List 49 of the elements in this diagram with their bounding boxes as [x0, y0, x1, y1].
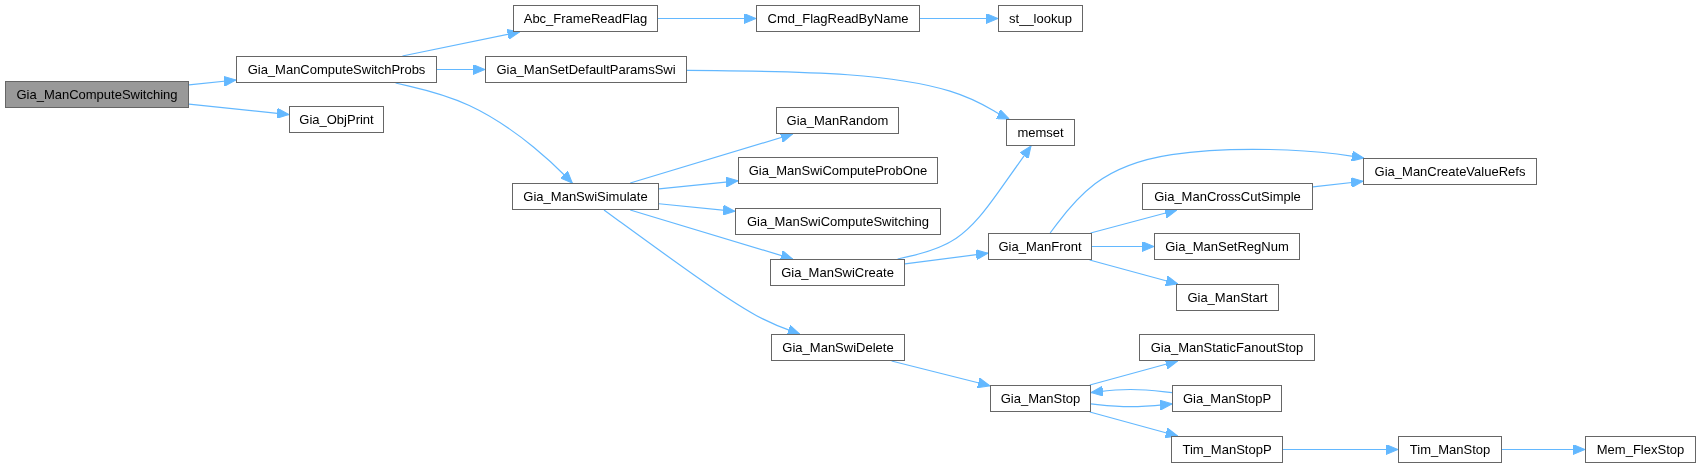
function-box: Gia_ObjPrint	[289, 106, 384, 133]
function-box: Gia_ManStart	[1176, 284, 1279, 311]
arrow	[658, 176, 739, 190]
function-box: Gia_ManComputeSwitching	[5, 81, 189, 108]
arrow	[1090, 385, 1173, 397]
arrow	[395, 82, 573, 184]
arrow	[1089, 411, 1179, 439]
arrow	[686, 69, 1010, 120]
function-box: Gia_ManStopP	[1172, 385, 1282, 412]
function-box: Gia_ManSwiDelete	[771, 334, 905, 361]
function-box: st__lookup	[998, 5, 1083, 32]
arrow	[1089, 259, 1179, 287]
arrow	[897, 145, 1032, 260]
function-box: Gia_ManSetDefaultParamsSwi	[485, 56, 687, 83]
arrow	[1282, 444, 1399, 455]
function-box: Gia_ManSwiCreate	[770, 259, 905, 286]
function-box: Gia_ManFront	[988, 233, 1092, 260]
arrow	[904, 249, 989, 265]
function-box: Gia_ManStop	[990, 385, 1091, 412]
arrow	[1501, 444, 1586, 455]
function-box: Gia_ManStaticFanoutStop	[1139, 334, 1315, 361]
function-box: Mem_FlexStop	[1585, 436, 1696, 463]
arrow	[436, 64, 486, 75]
function-box: Tim_ManStopP	[1171, 436, 1283, 463]
function-box: Abc_FrameReadFlag	[513, 5, 658, 32]
arrow	[188, 75, 237, 87]
arrow	[1090, 399, 1173, 411]
arrow	[919, 13, 999, 24]
function-box: Gia_ManCrossCutSimple	[1142, 183, 1313, 210]
arrow	[629, 209, 794, 261]
arrow	[603, 209, 801, 336]
function-box: Gia_ManCreateValueRefs	[1363, 158, 1537, 185]
arrow	[658, 203, 736, 216]
arrow	[657, 13, 757, 24]
arrow	[891, 360, 991, 389]
function-box: Gia_ManSetRegNum	[1154, 233, 1300, 260]
function-box: Gia_ManSwiSimulate	[512, 183, 659, 210]
arrow	[629, 132, 794, 184]
function-box: Cmd_FlagReadByName	[756, 5, 920, 32]
arrow	[1049, 148, 1365, 234]
function-box: Gia_ManSwiComputeProbOne	[738, 157, 938, 184]
function-box: Gia_ManComputeSwitchProbs	[236, 56, 437, 83]
function-box: Gia_ManSwiComputeSwitching	[735, 208, 941, 235]
arrow	[1312, 177, 1364, 189]
arrow	[188, 103, 290, 119]
arrow	[1091, 241, 1155, 252]
function-box: Gia_ManRandom	[776, 107, 899, 134]
function-box: Tim_ManStop	[1398, 436, 1502, 463]
function-box: memset	[1006, 119, 1075, 146]
